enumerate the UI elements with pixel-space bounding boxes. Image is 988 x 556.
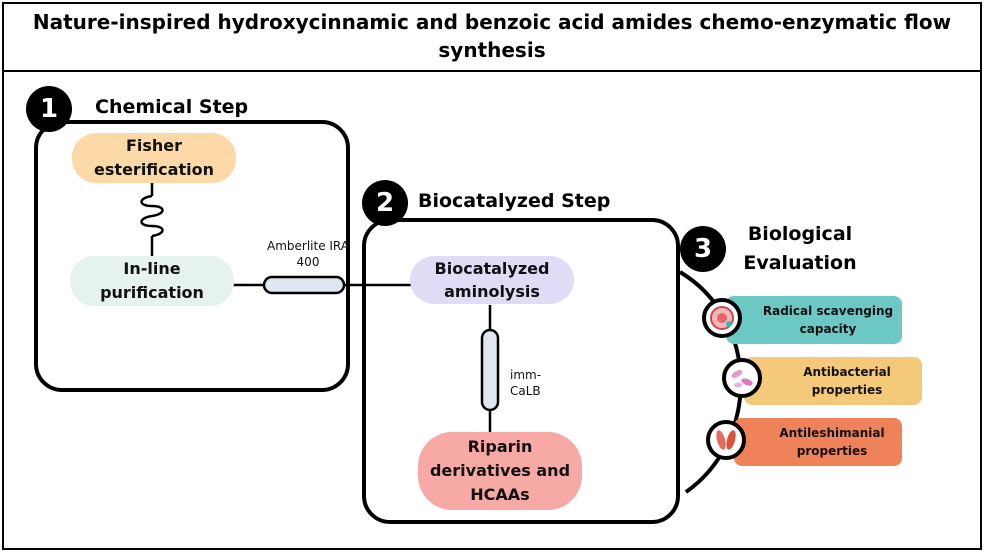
amberlite-label: Amberlite IRA 400 — [266, 239, 349, 269]
antileishmanial-icon — [706, 420, 746, 460]
step-3-number: 3 — [693, 234, 713, 264]
chemical-step-box — [34, 120, 350, 392]
fisher-label: Fisher esterification — [94, 136, 214, 179]
fisher-esterification-node: Fisher esterification — [72, 133, 236, 183]
page-title: Nature-inspired hydroxycinnamic and benz… — [32, 10, 952, 62]
radical-scavenging-label: Radical scavenging capacity — [762, 304, 894, 336]
coil-reactor-icon — [140, 194, 164, 238]
step-3-badge: 3 — [680, 226, 726, 272]
antileishmanial-card: Antileshimanial properties — [734, 418, 902, 466]
biocatalyzed-aminolysis-node: Biocatalyzed aminolysis — [410, 256, 574, 304]
outer-frame — [2, 2, 982, 550]
step-2-badge: 2 — [362, 180, 408, 226]
antibacterial-label: Antibacterial properties — [803, 365, 891, 397]
aminolysis-label: Biocatalyzed aminolysis — [434, 259, 550, 301]
immcalb-label: imm-CaLB — [510, 368, 542, 398]
step-3-title: Biological Evaluation — [743, 223, 857, 274]
riparin-derivatives-node: Riparin derivatives and HCAAs — [418, 432, 582, 510]
antileishmanial-label: Antileshimanial properties — [779, 426, 885, 458]
riparin-label: Riparin derivatives and HCAAs — [429, 437, 571, 504]
antibacterial-card: Antibacterial properties — [744, 357, 922, 405]
inline-purification-node: In-line purification — [70, 256, 234, 306]
step-2-title: Biocatalyzed Step — [418, 190, 611, 212]
step-1-badge: 1 — [26, 86, 72, 132]
biocatalyzed-step-box — [362, 218, 680, 524]
inline-label: In-line purification — [100, 259, 204, 302]
title-bar: Nature-inspired hydroxycinnamic and benz… — [2, 2, 982, 72]
radical-scavenging-icon — [702, 298, 742, 338]
step-2-number: 2 — [375, 188, 395, 218]
step-1-title: Chemical Step — [95, 96, 249, 118]
step-1-number: 1 — [39, 94, 59, 124]
radical-scavenging-card: Radical scavenging capacity — [726, 296, 902, 344]
antibacterial-icon — [722, 358, 762, 398]
